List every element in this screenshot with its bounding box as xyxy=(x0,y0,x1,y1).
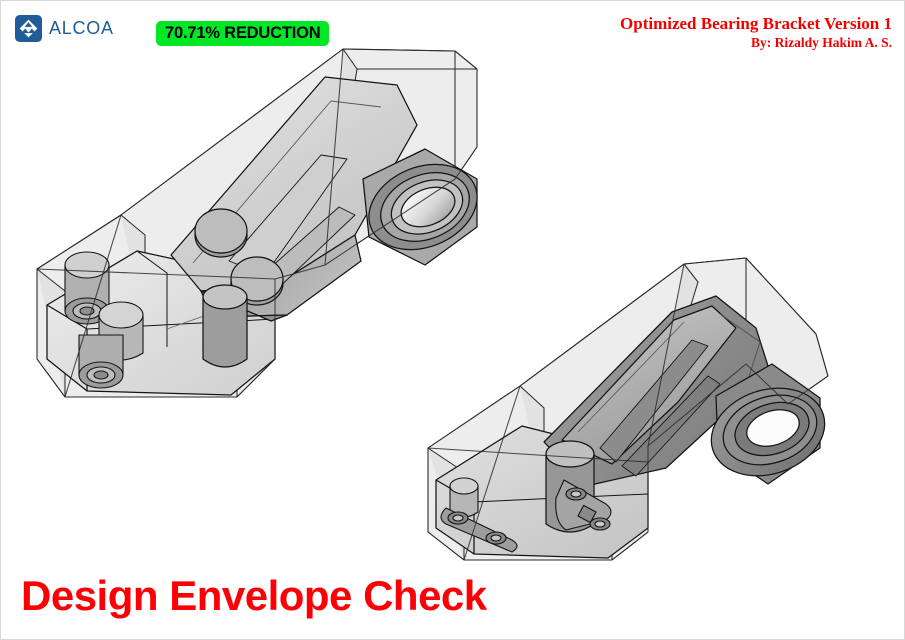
bolt-pad-front-right xyxy=(555,479,612,531)
svg-text:ALCOA: ALCOA xyxy=(49,18,114,38)
arm-rib-b-lower xyxy=(621,375,721,477)
lightening-holes-upper xyxy=(194,208,284,306)
envelope-wire-overlay-upper xyxy=(36,48,478,398)
reduction-badge: 70.71% REDUCTION xyxy=(156,21,330,46)
page-title: Optimized Bearing Bracket Version 1 xyxy=(620,14,892,33)
brand-lockup: ALCOA xyxy=(15,15,149,42)
bolt-pads-lower xyxy=(440,477,612,553)
model-optimized-bearing-bracket-lower-right[interactable] xyxy=(416,236,886,606)
title-block: Optimized Bearing Bracket Version 1 By: … xyxy=(620,14,892,51)
author-line: By: Rizaldy Hakim A. S. xyxy=(750,35,892,51)
slide-caption: Design Envelope Check xyxy=(21,572,487,619)
alcoa-diamond-logo-icon xyxy=(15,15,42,42)
alcoa-wordmark: ALCOA xyxy=(49,18,114,38)
bearing-eye-lower xyxy=(710,363,826,485)
center-post-upper xyxy=(202,284,248,368)
bolt-pad-front-left xyxy=(440,507,518,553)
bracket-solid-body-upper xyxy=(46,76,478,396)
bracket-solid-body-lower xyxy=(435,295,826,559)
envelope-wire-overlay-lower xyxy=(427,257,829,561)
model-optimized-bearing-bracket-upper-left[interactable] xyxy=(25,29,505,429)
bearing-boss-upper xyxy=(362,148,478,266)
